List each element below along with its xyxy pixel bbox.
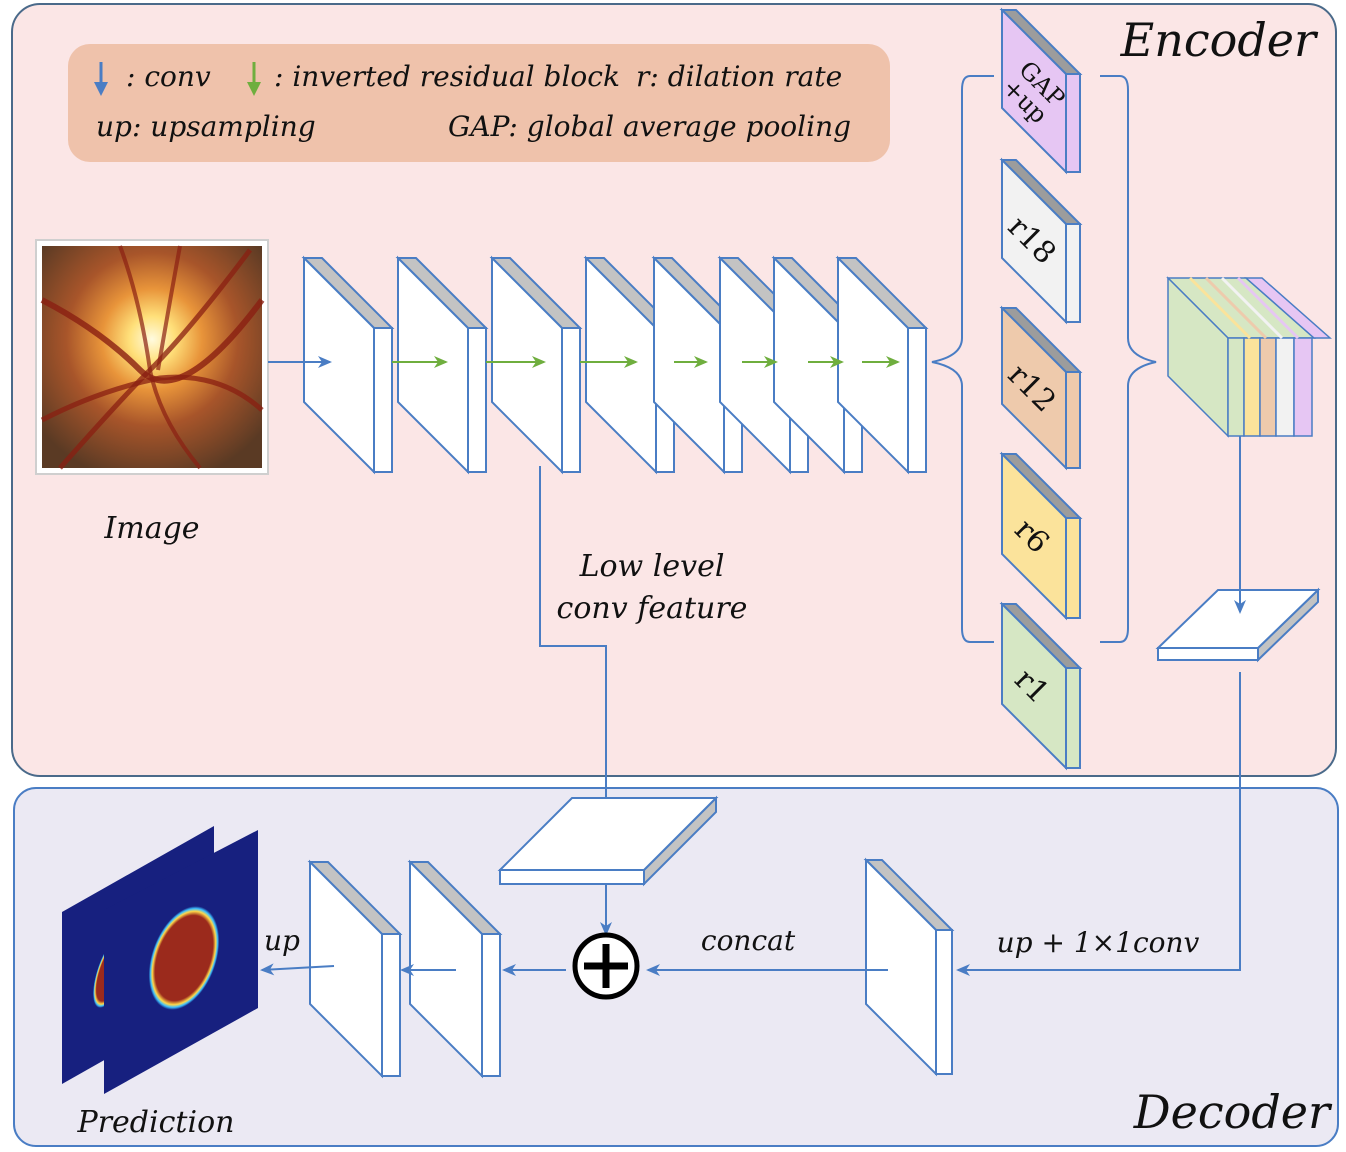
aspp-r1-block: r1 bbox=[999, 601, 1083, 771]
legend-conv-label: : conv bbox=[126, 60, 211, 93]
aspp-left-bracket bbox=[931, 75, 994, 643]
decoder-upsampled-slab bbox=[863, 857, 955, 1077]
encoder-slab-1 bbox=[301, 255, 395, 475]
legend-irb-label: : inverted residual block bbox=[274, 60, 620, 93]
decoder-panel bbox=[13, 787, 1339, 1147]
decoder-low-level-conv-block bbox=[497, 795, 719, 887]
encoder-1x1-conv-block bbox=[1155, 587, 1321, 663]
low-level-label-1: Low level bbox=[579, 549, 725, 584]
decoder-title: Decoder bbox=[1133, 1085, 1333, 1139]
input-fundus-image bbox=[35, 239, 269, 475]
prediction-label: Prediction bbox=[77, 1105, 235, 1140]
concat-plus-icon bbox=[572, 932, 640, 1000]
image-label: Image bbox=[103, 511, 199, 546]
legend-r-label: r: dilation rate bbox=[636, 60, 842, 93]
aspp-concat-feature-stack bbox=[1166, 276, 1332, 438]
legend-box bbox=[68, 44, 890, 162]
aspp-r12-block: r12 bbox=[999, 305, 1083, 471]
up-1x1conv-label: up + 1×1conv bbox=[997, 926, 1200, 959]
legend-conv-arrow-icon bbox=[94, 62, 108, 96]
encoder-slab-8 bbox=[835, 255, 929, 475]
encoder-slab-2 bbox=[395, 255, 489, 475]
aspp-r6-block: r6 bbox=[999, 451, 1083, 621]
low-level-feature-path bbox=[539, 466, 612, 828]
decoder-slab-1 bbox=[307, 859, 403, 1079]
legend-gap-label: GAP: global average pooling bbox=[448, 110, 851, 143]
aspp-r18-block: r18 bbox=[999, 157, 1083, 325]
prediction-map bbox=[62, 826, 258, 1094]
upsample-path bbox=[956, 672, 1241, 976]
concat-label: concat bbox=[701, 924, 796, 957]
up-arrow-to-prediction bbox=[260, 963, 335, 976]
low-level-label-2: conv feature bbox=[557, 591, 748, 626]
legend-up-label: up: upsampling bbox=[96, 110, 316, 143]
up-label: up bbox=[264, 924, 300, 957]
encoder-title: Encoder bbox=[1120, 13, 1319, 67]
legend-irb-arrow-icon bbox=[247, 62, 261, 96]
encoder-slab-3 bbox=[489, 255, 583, 475]
aspp-right-bracket bbox=[1100, 75, 1157, 643]
